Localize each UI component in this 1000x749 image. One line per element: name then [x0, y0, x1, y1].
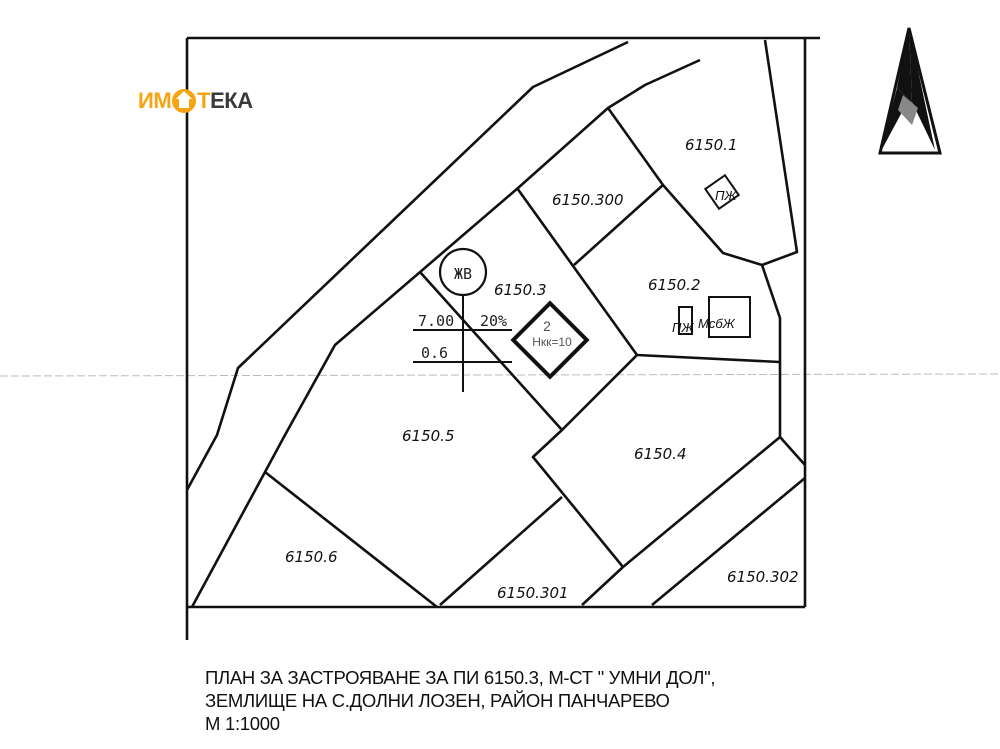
- zone-density: 20%: [480, 312, 507, 330]
- boundary-6150-1: [606, 39, 799, 267]
- zone-height: 7.00: [418, 312, 454, 330]
- zone-kint: 0.6: [421, 344, 448, 362]
- logo-part-3: ЕКА: [210, 88, 253, 113]
- parcel-label-6150-302: 6150.302: [727, 568, 799, 586]
- caption-line-2: ЗЕМЛИЩЕ НА С.ДОЛНИ ЛОЗЕН, РАЙОН ПАНЧАРЕВ…: [205, 690, 670, 711]
- parcel-label-6150-301: 6150.301: [497, 584, 569, 602]
- caption-line-3: М 1:1000: [205, 713, 280, 734]
- boundary-6150-302: [651, 476, 806, 607]
- plan-caption: ПЛАН ЗА ЗАСТРОЯВАНЕ ЗА ПИ 6150.3, М-СТ "…: [205, 666, 716, 735]
- zoning-indicator: ЖВ 7.00 20% 0.6: [413, 247, 512, 392]
- building-height: Нкк=10: [532, 335, 572, 349]
- road-inner-edge: [190, 58, 701, 608]
- boundary-6150-2-4: [636, 353, 781, 364]
- logo-part-2: Т: [197, 88, 211, 113]
- logo-part-1: ИМ: [138, 88, 172, 113]
- caption-line-1: ПЛАН ЗА ЗАСТРОЯВАНЕ ЗА ПИ 6150.3, М-СТ "…: [205, 667, 716, 688]
- zone-label: ЖВ: [454, 265, 472, 283]
- parcel-label-6150-5: 6150.5: [402, 427, 455, 445]
- existing-building-label-3: МсбЖ: [698, 316, 736, 331]
- boundary-6150-3-5: [419, 271, 625, 568]
- parcel-label-6150-4: 6150.4: [634, 445, 687, 463]
- boundary-6150-301: [439, 496, 563, 606]
- building-floors: 2: [543, 318, 551, 334]
- parcel-label-6150-3: 6150.3: [494, 281, 547, 299]
- building-outline: [510, 300, 590, 380]
- parcel-label-6150-2: 6150.2: [648, 276, 701, 294]
- plan-frame: [185, 36, 820, 640]
- boundary-6150-6: [264, 470, 438, 609]
- existing-building-label-2: ПЖ: [672, 320, 694, 335]
- parcel-label-6150-300: 6150.300: [552, 191, 624, 209]
- parcel-label-6150-6: 6150.6: [285, 548, 338, 566]
- planned-building: 2 Нкк=10: [510, 300, 590, 380]
- existing-building-label-1: ПЖ: [715, 188, 737, 203]
- road-outer-edge: [185, 40, 629, 491]
- north-arrow-icon: [878, 27, 942, 155]
- house-icon: [172, 89, 197, 113]
- existing-building-6150-1: [703, 173, 741, 211]
- existing-building-6150-2a: [678, 306, 693, 335]
- boundary-6150-300-2: [573, 184, 664, 266]
- scan-line: [0, 373, 1000, 377]
- parcel-label-6150-1: 6150.1: [685, 136, 738, 154]
- boundary-6150-4-bottom: [581, 435, 781, 606]
- imoteka-logo: ИМ Т ЕКА: [138, 88, 253, 114]
- boundary-6150-2-right: [760, 264, 806, 466]
- existing-building-6150-2b: [708, 296, 751, 338]
